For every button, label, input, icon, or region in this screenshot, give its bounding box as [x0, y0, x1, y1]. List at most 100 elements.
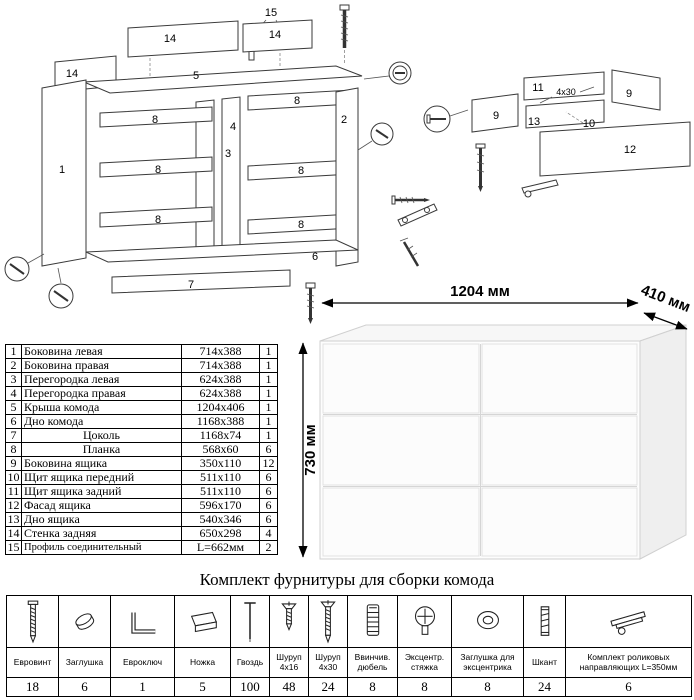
screw-icon — [391, 195, 430, 205]
parts-table-cell: Стенка задняя — [21, 526, 182, 541]
parts-table-cell: Перегородка левая — [21, 372, 182, 387]
depth-dimension-arrow — [643, 312, 688, 330]
part-number-label: 4x30 — [556, 87, 576, 97]
parts-table-cell: Боковина левая — [21, 344, 182, 359]
parts-table-cell: 1 — [259, 386, 278, 401]
part-number-label: 5 — [193, 70, 199, 82]
parts-table-cell: 1 — [259, 400, 278, 415]
plank-shape — [99, 156, 213, 178]
parts-table-cell: 15 — [5, 540, 22, 555]
parts-table-cell: 714x388 — [181, 358, 260, 373]
parts-table-cell: 12 — [259, 456, 278, 471]
part-number-label: 8 — [294, 95, 300, 107]
back-panel-shape — [127, 20, 239, 58]
parts-table-cell: Цоколь — [21, 428, 182, 443]
drawer-front-shape — [539, 121, 691, 177]
parts-table-cell: 2 — [5, 358, 22, 373]
back-panel-shape — [242, 19, 313, 53]
hardware-callout — [4, 253, 74, 309]
nail-icon — [230, 595, 270, 648]
hardware-item-qty: 1 — [110, 677, 175, 697]
hardware-item-qty: 5 — [174, 677, 231, 697]
hardware-kit-title: Комплект фурнитуры для сборки комода — [199, 570, 495, 589]
parts-table-cell: 1 — [259, 372, 278, 387]
parts-table-cell: Дно комода — [21, 414, 182, 429]
parts-table-cell: 624x388 — [181, 372, 260, 387]
dresser-top-face — [319, 324, 687, 342]
parts-table-cell: 14 — [5, 526, 22, 541]
parts-table-cell: Крыша комода — [21, 400, 182, 415]
part-number-label: 9 — [493, 110, 499, 122]
part-number-label: 9 — [626, 88, 632, 100]
parts-table-cell: 1 — [5, 344, 22, 359]
part-number-label: 8 — [152, 114, 158, 126]
hexkey-icon — [110, 595, 175, 648]
cam-lock-icon — [397, 595, 452, 648]
hardware-item-name: Комплект роликовых направляющих L=350мм — [565, 647, 692, 678]
parts-table-cell: 511x110 — [181, 484, 260, 499]
part-number-label: 10 — [583, 118, 595, 130]
hardware-item-qty: 24 — [308, 677, 348, 697]
part-number-label: 13 — [528, 116, 540, 128]
parts-table-cell: Фасад ящика — [21, 498, 182, 513]
width-dimension-label: 1204 мм — [450, 283, 510, 300]
hardware-item-qty: 100 — [230, 677, 270, 697]
drawer-back-shape — [523, 71, 605, 101]
top-panel-shape — [83, 65, 363, 94]
screw-icon — [305, 282, 316, 324]
parts-table-cell: Боковина правая — [21, 358, 182, 373]
drawer-fronts — [322, 343, 638, 557]
parts-table-cell: 12 — [5, 498, 22, 513]
parts-table-cell: 5 — [5, 400, 22, 415]
part-number-label: 14 — [66, 68, 78, 80]
hardware-item-name: Эксцентр. стяжка — [397, 647, 452, 678]
part-number-label: 8 — [298, 219, 304, 231]
hardware-item-name: Шкант — [523, 647, 566, 678]
hardware-icon-row — [6, 595, 692, 648]
divider-left-shape — [195, 99, 215, 251]
drawer-slide-shape — [397, 203, 438, 227]
parts-table-cell: 4 — [5, 386, 22, 401]
drawer-side-shape — [611, 69, 661, 111]
screw-icon — [399, 237, 420, 267]
bolt-icon — [339, 4, 350, 64]
part-number-label: 3 — [225, 148, 231, 160]
parts-table-cell: 4 — [259, 526, 278, 541]
parts-table-cell: 6 — [5, 414, 22, 429]
foot-icon — [174, 595, 231, 648]
parts-table-cell: Боковина ящика — [21, 456, 182, 471]
parts-table-cell: L=662мм — [181, 540, 260, 555]
hardware-item-name: Гвоздь — [230, 647, 270, 678]
part-number-label: 14 — [164, 33, 176, 45]
drawer-exploded-view — [423, 69, 691, 198]
hardware-item-qty: 8 — [397, 677, 452, 697]
parts-table-cell: 2 — [259, 540, 278, 555]
drawer-slide-shape — [521, 179, 559, 198]
hardware-item-name: Ввинчив. дюбель — [347, 647, 398, 678]
parts-table-cell: 10 — [5, 470, 22, 485]
parts-table-cell: 1168x74 — [181, 428, 260, 443]
part-number-label: 14 — [269, 29, 281, 41]
parts-table-cell: 6 — [259, 484, 278, 499]
parts-table-cell: 540x346 — [181, 512, 260, 527]
parts-table-cell: 6 — [259, 498, 278, 513]
hardware-item-qty: 8 — [451, 677, 524, 697]
part-number-label: 15 — [265, 7, 277, 19]
parts-table-cell: Дно ящика — [21, 512, 182, 527]
hardware-item-qty: 6 — [58, 677, 111, 697]
part-number-label: 8 — [298, 165, 304, 177]
hardware-callout — [357, 61, 438, 267]
